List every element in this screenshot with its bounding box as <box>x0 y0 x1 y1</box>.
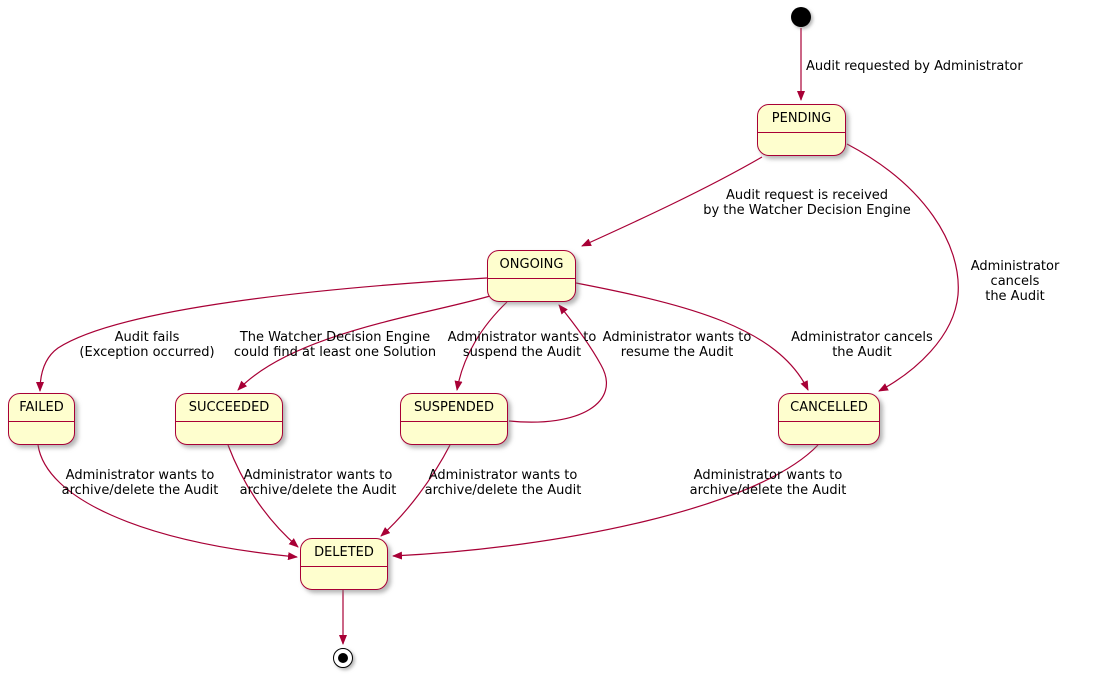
state-failed-label: FAILED <box>9 394 74 422</box>
state-pending-label: PENDING <box>758 105 845 133</box>
edge-cancelled-to-deleted <box>392 444 819 560</box>
edge-suspended-to-ongoing <box>508 304 607 423</box>
state-succeeded: SUCCEEDED <box>175 393 283 445</box>
state-succeeded-label: SUCCEEDED <box>176 394 282 422</box>
state-pending: PENDING <box>757 104 846 156</box>
state-suspended-body <box>401 422 507 444</box>
state-failed: FAILED <box>8 393 75 445</box>
state-cancelled-body <box>779 422 879 444</box>
edge-label-ongoing-to-cancelled: Administrator cancels the Audit <box>791 330 933 360</box>
state-cancelled: CANCELLED <box>778 393 880 445</box>
state-ongoing-label: ONGOING <box>488 251 575 279</box>
state-cancelled-label: CANCELLED <box>779 394 879 422</box>
edge-label-failed-to-deleted: Administrator wants to archive/delete th… <box>61 468 219 498</box>
edge-label-ongoing-to-suspended: Administrator wants to suspend the Audit <box>447 330 597 360</box>
state-suspended: SUSPENDED <box>400 393 508 445</box>
state-ongoing: ONGOING <box>487 250 576 302</box>
state-failed-body <box>9 422 74 444</box>
edge-label-start-to-pending: Audit requested by Administrator <box>806 59 1023 74</box>
edge-label-ongoing-to-succeeded: The Watcher Decision Engine could find a… <box>233 330 437 360</box>
state-suspended-label: SUSPENDED <box>401 394 507 422</box>
edge-label-pending-to-ongoing: Audit request is received by the Watcher… <box>703 188 911 218</box>
edge-label-cancelled-to-deleted: Administrator wants to archive/delete th… <box>689 468 847 498</box>
final-state-node <box>333 648 353 668</box>
initial-state-node <box>791 7 811 27</box>
edge-label-succeeded-to-deleted: Administrator wants to archive/delete th… <box>239 468 397 498</box>
edge-label-ongoing-to-failed: Audit fails (Exception occurred) <box>79 330 215 360</box>
state-ongoing-body <box>488 279 575 301</box>
state-pending-body <box>758 133 845 155</box>
edge-label-suspended-to-ongoing: Administrator wants to resume the Audit <box>602 330 752 360</box>
state-deleted-body <box>301 567 387 589</box>
edge-label-suspended-to-deleted: Administrator wants to archive/delete th… <box>424 468 582 498</box>
edge-label-pending-to-cancelled: Administrator cancels the Audit <box>970 259 1060 304</box>
state-deleted: DELETED <box>300 538 388 590</box>
state-succeeded-body <box>176 422 282 444</box>
edge-failed-to-deleted <box>37 444 298 561</box>
state-deleted-label: DELETED <box>301 539 387 567</box>
